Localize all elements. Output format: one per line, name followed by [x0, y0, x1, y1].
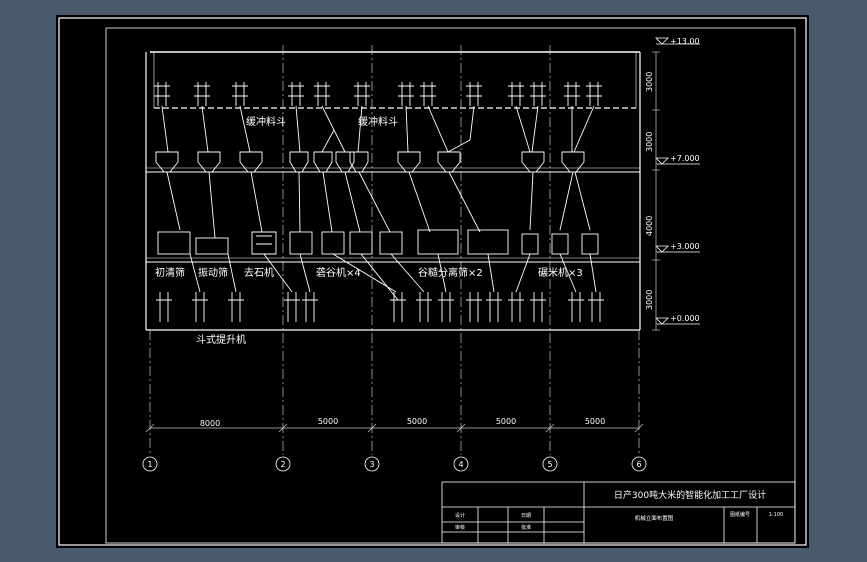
label-buffer-bin-1: 缓冲料斗: [246, 115, 286, 128]
equipment-graphics: [154, 82, 604, 322]
label-husker: 砻谷机×4: [316, 266, 361, 279]
drawing-scale: 1:100: [769, 512, 783, 518]
drawing-no-label: 图纸编号: [730, 511, 750, 518]
axis-bubble-labels: 1 2 3 4 5 6: [147, 460, 641, 469]
axis-2: 2: [280, 460, 285, 469]
building-structure: [145, 51, 641, 331]
vdim-4: 3000: [645, 290, 654, 310]
hdim-4: 5000: [496, 417, 516, 426]
drawing-sheet: [56, 15, 809, 548]
axis-5: 5: [547, 460, 552, 469]
label-paddy-separator: 谷糙分离筛×2: [418, 266, 483, 279]
elevation-label-layer: +13.00 +7.000 +3.000 +0.000: [670, 37, 700, 323]
elevation-13: +13.00: [670, 37, 700, 46]
return-pipes: [189, 253, 597, 301]
vertical-dimension-texts: 3000 3000 4000 3000: [645, 72, 654, 310]
elevation-0: +0.000: [670, 314, 700, 323]
hdim-5: 5000: [585, 417, 605, 426]
checker-label: 审核: [455, 524, 465, 531]
label-rice-mill: 碾米机×3: [538, 266, 583, 279]
vertical-dimension-chain: [652, 51, 660, 331]
machines-row: [157, 229, 599, 255]
elevation-7: +7.000: [670, 154, 700, 163]
drawing-title: 日产300吨大米的智能化加工工厂设计: [614, 489, 766, 501]
axis-3: 3: [369, 460, 374, 469]
label-pre-cleaner: 初清筛: [155, 266, 185, 279]
axis-bubbles: [142, 456, 647, 472]
title-block-text: 日产300吨大米的智能化加工工厂设计 机械立面布置图 图纸编号 1:100 设计…: [455, 489, 783, 531]
elevation-markers: [655, 37, 700, 325]
approve-label: 批准: [521, 524, 531, 531]
label-bucket-elevator: 斗式提升机: [196, 333, 246, 346]
vdim-3: 4000: [645, 216, 654, 236]
elevator-boots: [156, 292, 604, 322]
date-label: 日期: [521, 513, 531, 519]
hdim-3: 5000: [407, 417, 427, 426]
elevator-heads-top: [154, 82, 602, 106]
hdim-1: 8000: [200, 419, 220, 428]
equipment-label-layer: 初清筛 振动筛 去石机 砻谷机×4 谷糙分离筛×2 碾米机×3 斗式提升机 缓冲…: [155, 115, 583, 346]
drawing-name: 机械立面布置图: [635, 514, 674, 522]
vdim-1: 3000: [645, 72, 654, 92]
horizontal-dimension-chain: [145, 423, 644, 433]
horizontal-dimension-texts: 8000 5000 5000 5000 5000: [200, 417, 605, 428]
hdim-2: 5000: [318, 417, 338, 426]
designer-label: 设计: [455, 512, 465, 519]
vdim-2: 3000: [645, 132, 654, 152]
grid-axis-lines: [149, 45, 640, 455]
axis-1: 1: [147, 460, 152, 469]
elevation-3: +3.000: [670, 242, 700, 251]
axis-4: 4: [458, 460, 463, 469]
title-block: [441, 481, 796, 544]
distribution-pipes: [161, 105, 595, 239]
axis-6: 6: [636, 460, 641, 469]
label-destoner: 去石机: [244, 266, 274, 279]
label-vibrating-screen: 振动筛: [198, 266, 228, 279]
sheet-border: [58, 17, 807, 546]
buffer-hoppers: [155, 151, 585, 173]
label-buffer-bin-2: 缓冲料斗: [358, 115, 398, 128]
